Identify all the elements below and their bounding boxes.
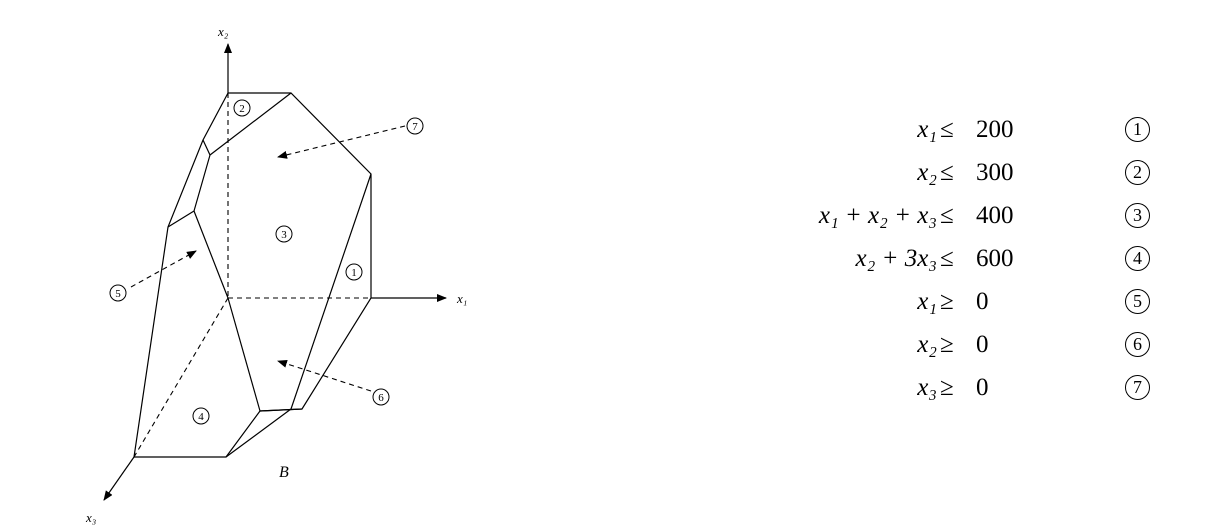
face-label-2: 2 bbox=[233, 99, 251, 117]
face-label-7: 7 bbox=[406, 117, 424, 135]
constraint-row-4: x₂ + 3x₃ ≤ 600 4 bbox=[740, 237, 1180, 280]
svg-text:1: 1 bbox=[351, 267, 357, 279]
x2-axis-label: x₂ bbox=[217, 24, 229, 39]
constraint-relation: ≥ bbox=[940, 374, 954, 401]
constraint-number: 5 bbox=[1125, 289, 1150, 314]
constraint-rhs: 0 bbox=[976, 374, 989, 401]
constraint-relation: ≤ bbox=[940, 202, 954, 229]
svg-text:2: 2 bbox=[239, 103, 245, 115]
constraint-row-6: x₂ ≥ 0 6 bbox=[740, 323, 1180, 366]
constraint-lhs: x₂ bbox=[917, 159, 937, 186]
face-label-4: 4 bbox=[192, 407, 210, 425]
constraint-row-1: x₁ ≤ 200 1 bbox=[740, 108, 1180, 151]
pointer-7 bbox=[277, 125, 406, 159]
edge-1-3 bbox=[290, 173, 372, 410]
constraint-number: 2 bbox=[1125, 160, 1150, 185]
constraint-number: 6 bbox=[1125, 332, 1150, 357]
constraint-row-3: x₁ + x₂ + x₃ ≤ 400 3 bbox=[740, 194, 1180, 237]
constraint-relation: ≤ bbox=[940, 116, 954, 143]
svg-text:3: 3 bbox=[281, 229, 287, 241]
constraint-relation: ≤ bbox=[940, 245, 954, 272]
pointer-6 bbox=[277, 359, 372, 392]
constraint-rhs: 600 bbox=[976, 245, 1014, 272]
polytope-outline bbox=[133, 92, 372, 458]
edge-3-6 bbox=[227, 297, 261, 412]
svg-text:5: 5 bbox=[115, 288, 121, 300]
constraint-lhs: x₂ bbox=[917, 331, 937, 358]
constraint-relation: ≤ bbox=[940, 159, 954, 186]
constraint-row-2: x₂ ≤ 300 2 bbox=[740, 151, 1180, 194]
constraint-rhs: 0 bbox=[976, 288, 989, 315]
constraint-relation: ≥ bbox=[940, 331, 954, 358]
pointer-5 bbox=[130, 250, 197, 288]
constraint-lhs: x₁ + x₂ + x₃ bbox=[818, 202, 937, 229]
constraint-lhs: x₂ + 3x₃ bbox=[855, 245, 937, 272]
constraint-row-5: x₁ ≥ 0 5 bbox=[740, 280, 1180, 323]
edge-5-left bbox=[202, 139, 211, 156]
constraint-number: 4 bbox=[1125, 246, 1150, 271]
edge-5-bottom bbox=[167, 210, 195, 228]
constraint-number: 1 bbox=[1125, 117, 1150, 142]
constraint-lhs: x₁ bbox=[917, 288, 937, 315]
face-label-1: 1 bbox=[345, 263, 363, 281]
face-label-5: 5 bbox=[109, 284, 127, 302]
constraint-lhs: x₁ bbox=[917, 116, 937, 143]
constraint-list: x₁ ≤ 200 1 x₂ ≤ 300 2 x₁ + x₂ + x₃ ≤ 400… bbox=[740, 108, 1180, 409]
svg-text:4: 4 bbox=[198, 411, 204, 423]
x3-axis-label: x₃ bbox=[85, 510, 96, 525]
constraint-row-7: x₃ ≥ 0 7 bbox=[740, 366, 1180, 409]
constraint-rhs: 200 bbox=[976, 116, 1014, 143]
constraint-relation: ≥ bbox=[940, 288, 954, 315]
face-label-6: 6 bbox=[372, 388, 390, 406]
edge-2-3 bbox=[209, 92, 292, 156]
edge-4-6 bbox=[225, 408, 292, 458]
svg-text:6: 6 bbox=[378, 392, 384, 404]
x3-axis bbox=[103, 456, 135, 501]
constraint-rhs: 300 bbox=[976, 159, 1014, 186]
face-label-3: 3 bbox=[275, 225, 293, 243]
constraint-number: 7 bbox=[1125, 375, 1150, 400]
constraint-rhs: 400 bbox=[976, 202, 1014, 229]
hidden-edge-x3 bbox=[133, 297, 229, 458]
edge-4-top bbox=[259, 408, 303, 412]
svg-text:7: 7 bbox=[412, 121, 418, 133]
edge-3-5 bbox=[193, 210, 229, 299]
constraint-rhs: 0 bbox=[976, 331, 989, 358]
x1-axis-label: x₁ bbox=[456, 291, 467, 306]
polytope-label: B bbox=[279, 464, 289, 481]
constraint-lhs: x₃ bbox=[917, 374, 937, 401]
polytope-figure: x₂ x₁ x₃ B 1 2 3 4 5 6 bbox=[0, 0, 520, 526]
constraint-number: 3 bbox=[1125, 203, 1150, 228]
edge-5-inner bbox=[193, 154, 211, 212]
